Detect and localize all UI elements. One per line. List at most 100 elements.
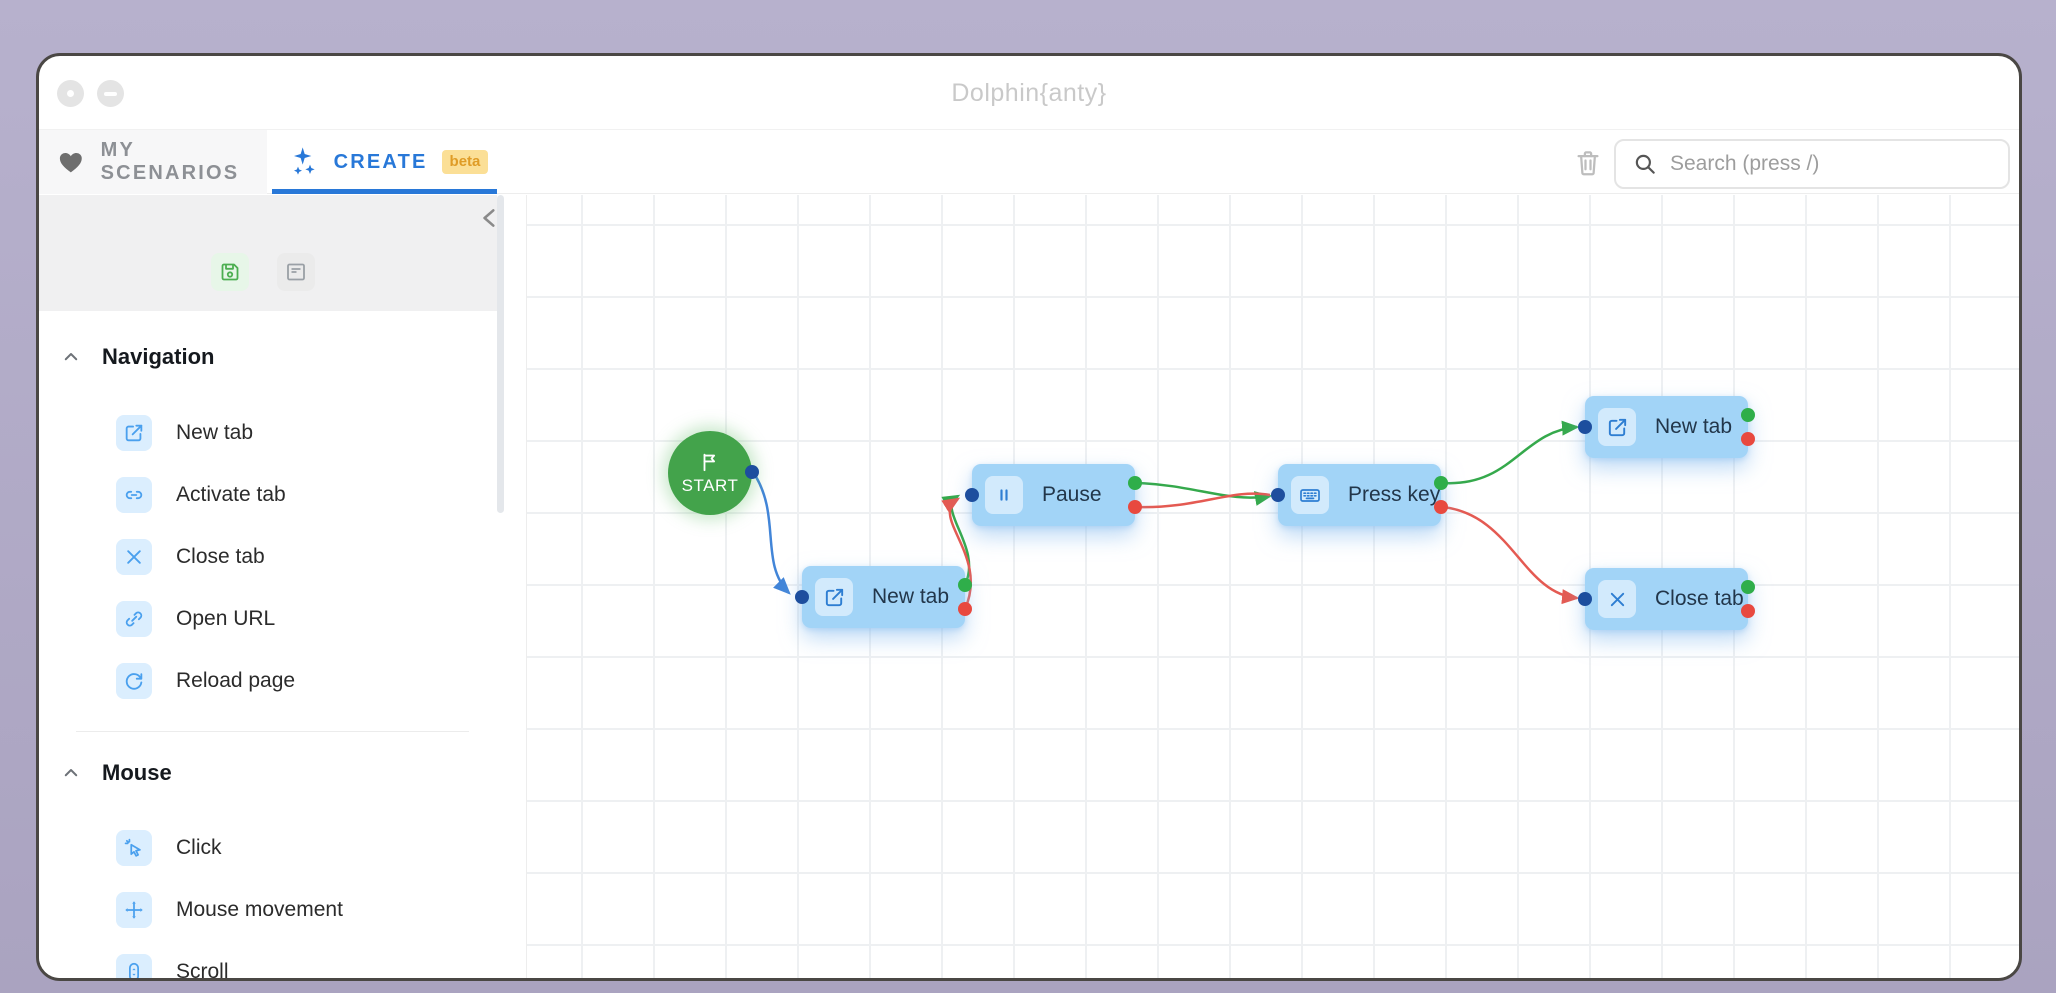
save-scenario-button[interactable] <box>211 253 249 291</box>
sidebar-item-label: Mouse movement <box>176 898 343 921</box>
window-minimize-icon <box>104 92 117 96</box>
search-icon <box>1635 154 1655 174</box>
reader-icon <box>287 263 305 281</box>
sidebar-item-label: New tab <box>176 421 254 444</box>
section-title: Navigation <box>102 344 215 369</box>
input-port[interactable] <box>965 488 979 502</box>
edge-presskey-newtab2-success <box>1442 420 1580 485</box>
sidebar-item-label: Click <box>176 836 222 859</box>
tab-create[interactable]: CREATE beta <box>267 130 509 194</box>
edge-start-newtab1 <box>751 471 791 595</box>
sidebar-item-mouse-movement[interactable]: Mouse movement <box>116 886 343 934</box>
main-area: Navigation New tab <box>39 195 2019 978</box>
tab-my-scenarios[interactable]: MY SCENARIOS <box>39 130 267 194</box>
success-output-port[interactable] <box>1741 408 1755 422</box>
flag-icon <box>703 453 716 471</box>
collapse-sidebar-button[interactable] <box>475 203 505 235</box>
new-tab-icon <box>1598 408 1636 446</box>
input-port[interactable] <box>1271 488 1285 502</box>
error-output-port[interactable] <box>1434 500 1448 514</box>
error-output-port[interactable] <box>1741 604 1755 618</box>
sidebar-item-new-tab[interactable]: New tab <box>116 409 253 457</box>
sidebar-item-click[interactable]: Click <box>116 824 222 872</box>
delete-scenario-button[interactable] <box>1572 146 1604 182</box>
sidebar-header <box>39 195 497 311</box>
search-input[interactable] <box>1670 152 1990 176</box>
click-icon <box>116 830 152 866</box>
section-caret-icon <box>64 769 78 777</box>
flow-node-close-tab[interactable]: Close tab <box>1578 568 1755 630</box>
window-dot-icon <box>67 90 74 97</box>
success-output-port[interactable] <box>1434 476 1448 490</box>
section-navigation[interactable]: Navigation <box>62 343 214 371</box>
section-divider <box>76 731 469 732</box>
sidebar-item-label: Reload page <box>176 669 296 692</box>
beta-badge: beta <box>441 150 489 174</box>
flow-node-press-key[interactable]: Press key <box>1271 464 1448 526</box>
node-label: Pause <box>1042 483 1102 506</box>
flow-node-pause[interactable]: Pause <box>965 464 1142 526</box>
tab-create-label: CREATE <box>333 150 428 173</box>
sidebar-item-scroll[interactable]: Scroll <box>116 948 229 981</box>
success-output-port[interactable] <box>1128 476 1142 490</box>
success-output-port[interactable] <box>1741 580 1755 594</box>
sidebar-scrollbar-thumb[interactable] <box>497 195 504 513</box>
activate-tab-icon <box>116 477 152 513</box>
window-dot-button[interactable] <box>57 80 84 107</box>
edge-pause-presskey-success <box>1136 481 1273 506</box>
input-port[interactable] <box>1578 592 1592 606</box>
sidebar-item-label: Close tab <box>176 545 265 568</box>
flow-node-new-tab-2[interactable]: New tab <box>1578 396 1755 458</box>
start-node[interactable]: START <box>668 431 752 515</box>
title-bar: Dolphin{anty} <box>39 56 2019 130</box>
collapse-left-icon <box>483 208 495 227</box>
node-label: New tab <box>1655 415 1733 438</box>
edge-presskey-closetab-error <box>1442 505 1580 605</box>
active-tab-underline <box>272 189 497 194</box>
section-caret-icon <box>64 353 78 361</box>
flow-edges <box>751 420 1580 610</box>
flow-node-new-tab-1[interactable]: New tab <box>795 566 972 628</box>
node-label: Close tab <box>1655 587 1744 610</box>
section-mouse[interactable]: Mouse <box>62 759 172 787</box>
window-minimize-button[interactable] <box>97 80 124 107</box>
sidebar-item-label: Open URL <box>176 607 276 630</box>
input-port[interactable] <box>1578 420 1592 434</box>
sidebar-item-activate-tab[interactable]: Activate tab <box>116 471 286 519</box>
sparkles-icon <box>293 147 315 175</box>
section-title: Mouse <box>102 760 172 785</box>
scroll-icon <box>116 954 152 978</box>
save-icon <box>221 263 239 281</box>
start-node-label: START <box>681 475 739 495</box>
actions-sidebar: Navigation New tab <box>39 195 526 978</box>
edge-newtab1-pause-error <box>941 497 972 610</box>
flow-canvas[interactable]: START New tab <box>526 195 2019 978</box>
start-output-port[interactable] <box>745 465 759 479</box>
tab-bar: MY SCENARIOS CREATE beta <box>39 130 2019 194</box>
error-output-port[interactable] <box>1741 432 1755 446</box>
edge-pause-presskey-error <box>1136 492 1271 509</box>
open-url-icon <box>116 601 152 637</box>
reader-panel-button[interactable] <box>277 253 315 291</box>
input-port[interactable] <box>795 590 809 604</box>
reload-icon <box>116 663 152 699</box>
heart-icon <box>59 153 82 173</box>
node-label: New tab <box>872 585 950 608</box>
sidebar-item-open-url[interactable]: Open URL <box>116 595 275 643</box>
app-window: Dolphin{anty} MY SCENARIOS CREATE beta <box>36 53 2022 981</box>
success-output-port[interactable] <box>958 578 972 592</box>
window-title: Dolphin{anty} <box>951 79 1107 107</box>
sidebar-item-close-tab[interactable]: Close tab <box>116 533 265 581</box>
pause-icon <box>985 476 1023 514</box>
close-tab-icon <box>116 539 152 575</box>
trash-icon <box>1577 151 1599 176</box>
keyboard-icon <box>1291 476 1329 514</box>
search-box <box>1614 139 2010 189</box>
sidebar-item-reload-page[interactable]: Reload page <box>116 657 295 705</box>
close-tab-icon <box>1598 580 1636 618</box>
error-output-port[interactable] <box>958 602 972 616</box>
sidebar-item-label: Scroll <box>176 960 229 981</box>
sidebar-item-label: Activate tab <box>176 483 286 506</box>
error-output-port[interactable] <box>1128 500 1142 514</box>
new-tab-icon <box>815 578 853 616</box>
